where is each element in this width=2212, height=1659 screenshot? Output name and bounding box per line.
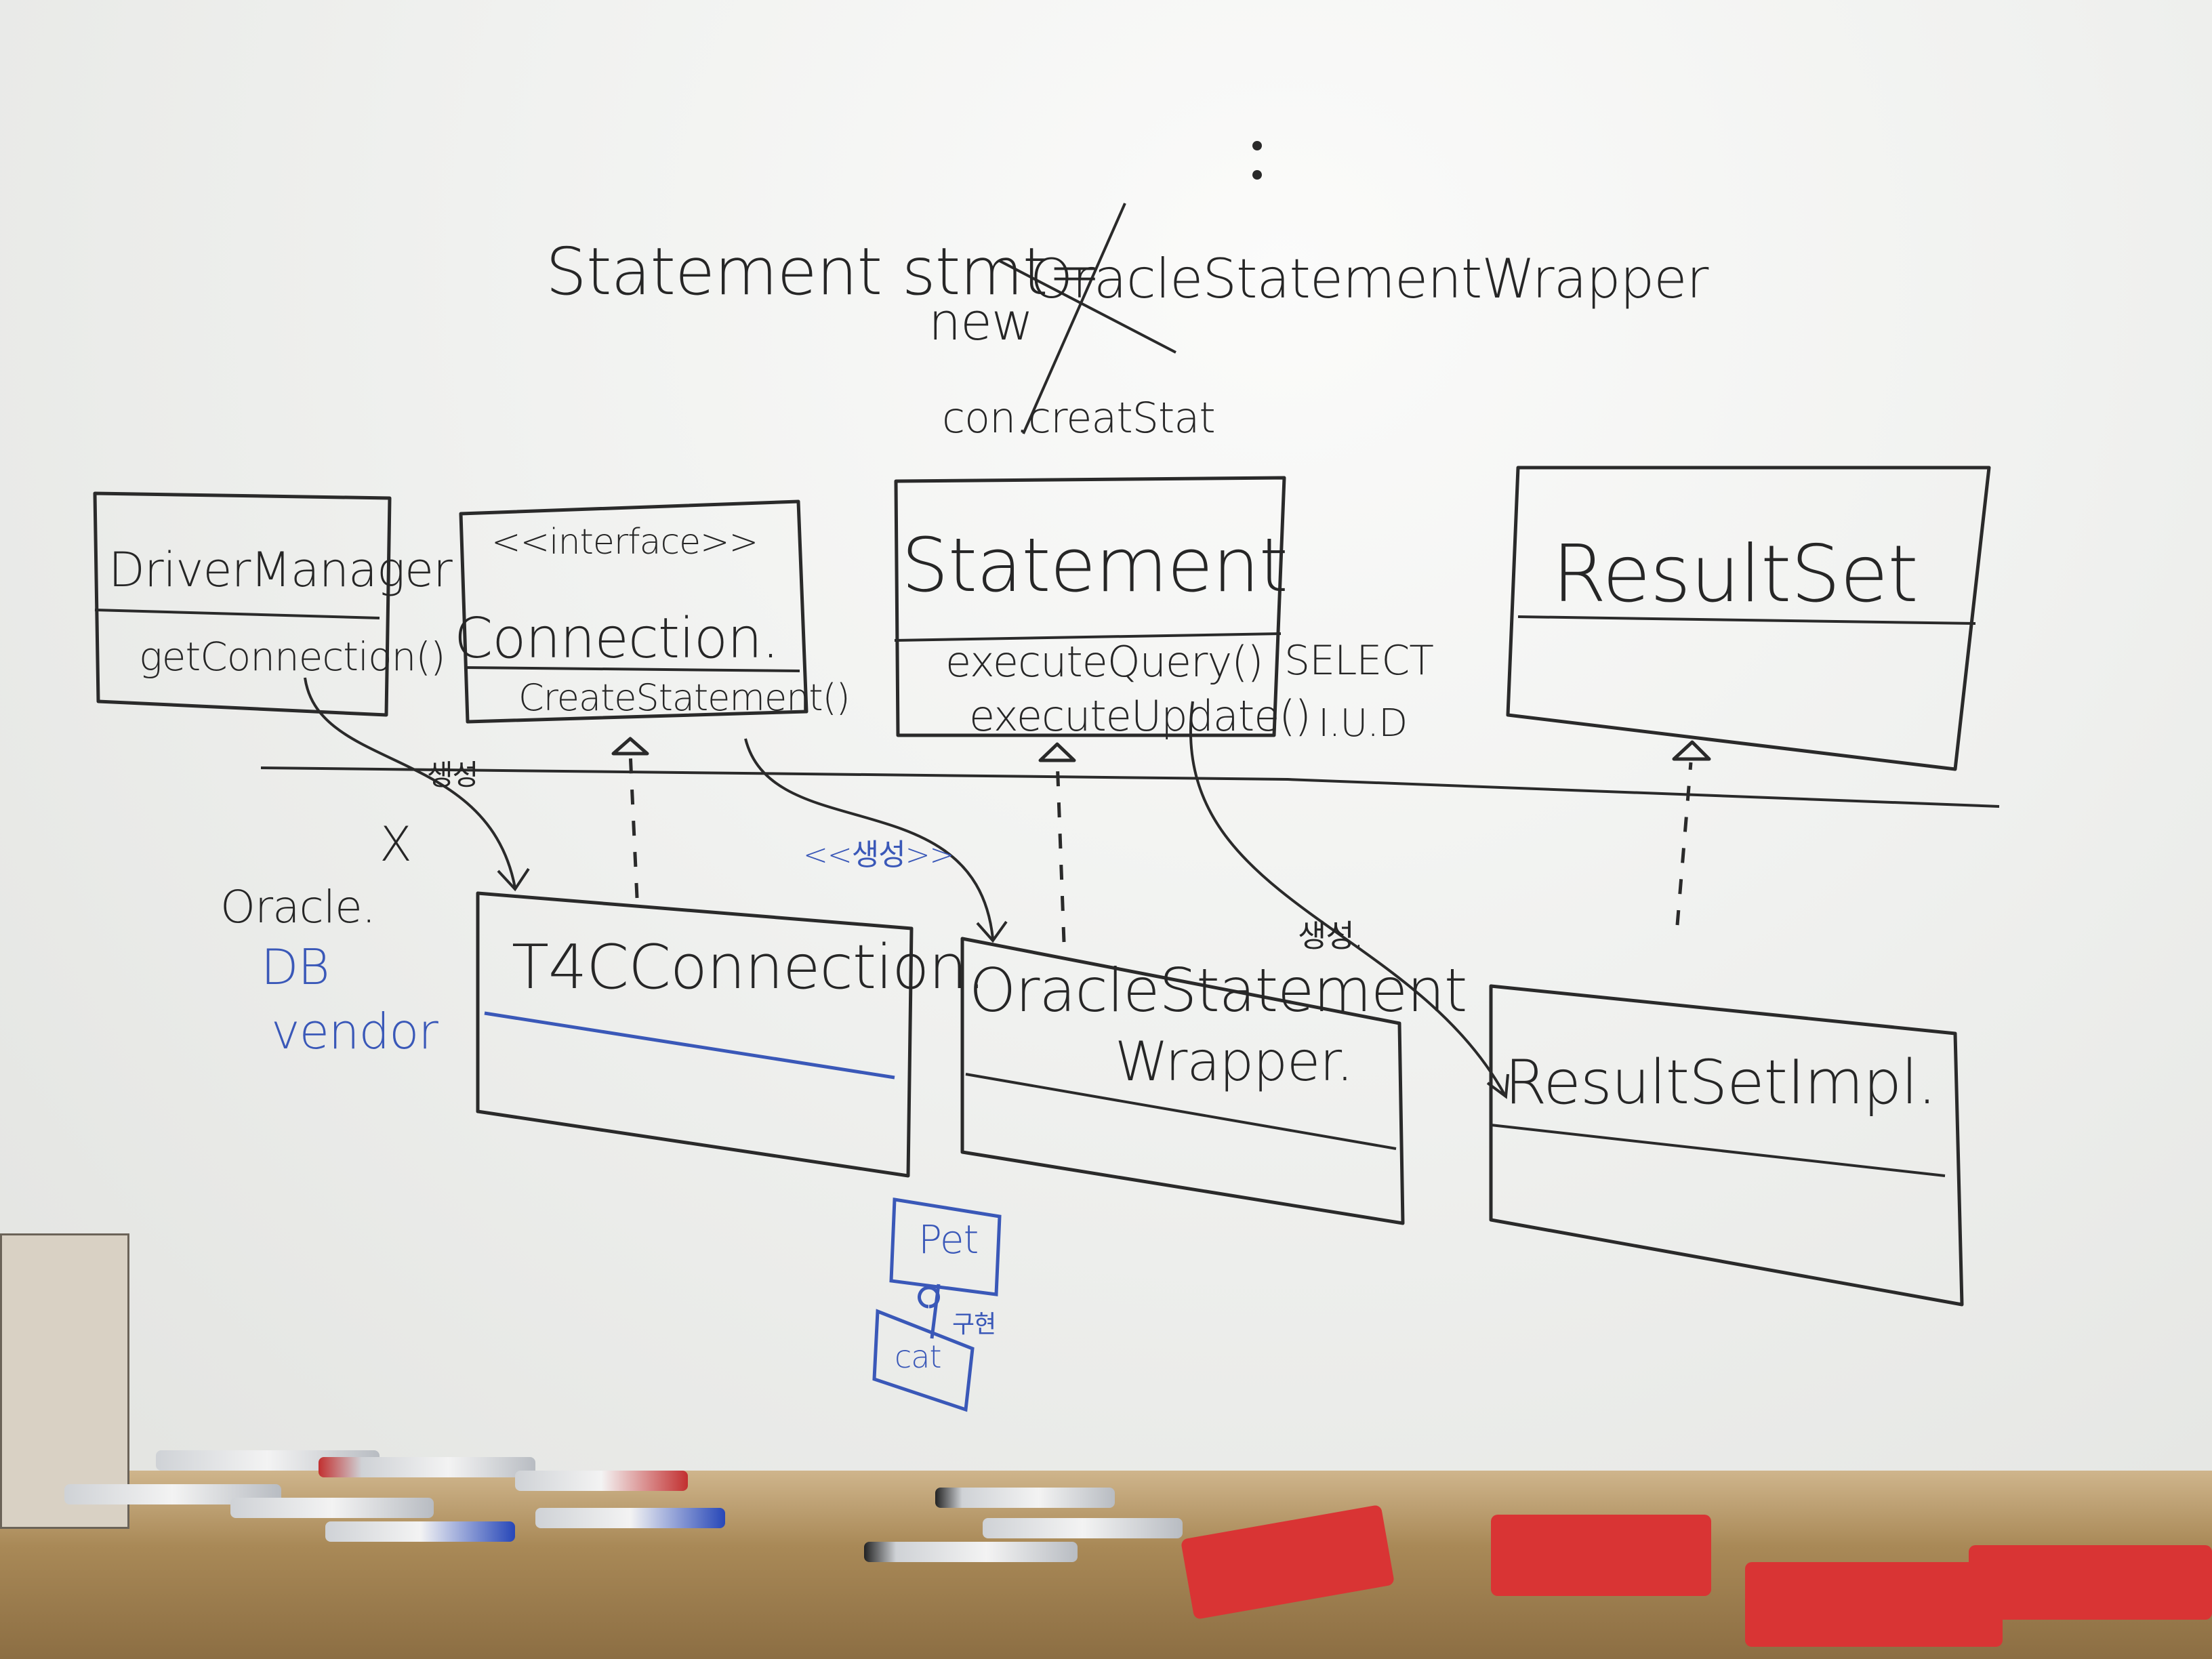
rsimpl-realization-head [1672,740,1711,761]
create-statement-method: CreateStatement() [518,676,851,719]
execute-query-method: executeQuery() [945,637,1264,687]
replacement-text: con.creatStat [942,393,1216,443]
createstatement-arrow-head [976,920,1008,943]
getconnection-create-arrow [304,677,516,888]
statement-divider [894,632,1282,642]
crossed-class-name: OracleStatementWrapper [1030,247,1708,310]
marker[interactable] [864,1542,1078,1562]
strikeout-line-1 [999,260,1176,354]
create-label-2: <<생성>> [803,838,954,872]
iud-note: I.U.D [1318,701,1408,745]
marker[interactable] [319,1457,535,1477]
oracle-wrapper-divider [965,1073,1397,1150]
oracle-wrapper-box [960,937,1405,1225]
create-label-1: 생성 [427,758,478,792]
getconnection-arrow-head [497,867,530,892]
dot-1 [1252,141,1262,150]
resultset-impl-box [1489,984,1964,1307]
pet-cat-head [918,1286,940,1309]
t4c-box [476,891,914,1178]
marker-box [0,1233,129,1529]
pet-label: Pet [918,1216,979,1263]
t4c-title: T4CConnection. [512,932,986,1003]
marker[interactable] [325,1521,515,1542]
oracle-label: Oracle. [220,881,376,933]
executequery-arrow-head [1486,1073,1509,1099]
pet-relation-label: 구현 [952,1311,996,1338]
vendor-label: vendor [271,1003,438,1060]
marker[interactable] [230,1498,434,1518]
resultset-impl-divider [1490,1124,1946,1177]
t4c-realization-line [628,752,639,899]
layer-separator-line [260,766,2000,808]
eraser[interactable] [1745,1562,2003,1647]
resultset-box [1506,466,1991,771]
create-label-3: 생성. [1298,918,1364,954]
wrapper-realization-line [1055,758,1066,943]
t4c-divider [484,1011,895,1080]
connection-title: Connection. [454,607,779,671]
driver-manager-divider [94,609,380,619]
eraser[interactable] [1969,1545,2212,1620]
cat-box [872,1309,975,1412]
driver-manager-box [93,491,392,717]
cat-label: cat [895,1338,942,1375]
oracle-wrapper-title-line2: Wrapper. [1115,1030,1353,1093]
executequery-create-arrow [1189,701,1506,1095]
select-note: SELECT [1284,637,1434,684]
driver-manager-title: DriverManager [108,542,453,598]
get-connection-method: getConnection() [139,634,446,680]
oracle-wrapper-title-line1: OracleStatement [969,956,1467,1025]
resultset-title: ResultSet [1552,529,1919,620]
cross-mark: X [380,817,412,872]
connection-divider [464,666,800,672]
assignment-text: Statement stmt= [546,234,1102,310]
new-keyword: new [928,291,1033,352]
connection-stereotype: <<interface>> [491,522,758,562]
marker[interactable] [535,1508,725,1528]
connection-box [459,499,808,724]
marker[interactable] [935,1488,1115,1508]
pet-box [889,1197,1002,1296]
strikeout-line-2 [1022,203,1126,434]
marker[interactable] [983,1518,1183,1538]
resultset-divider [1517,615,1976,625]
eraser[interactable] [1491,1515,1711,1596]
marker[interactable] [515,1471,688,1491]
rsimpl-realization-line [1675,762,1693,926]
statement-title: Statement [901,522,1288,609]
resultset-impl-title: ResultSetImpl. [1504,1047,1937,1118]
t4c-realization-head [611,737,649,756]
dot-2 [1252,170,1262,180]
wrapper-realization-head [1038,742,1076,762]
createstatement-create-arrow [744,738,994,939]
execute-update-method: executeUpdate() [969,691,1311,741]
db-label: DB [261,939,330,996]
statement-box [894,476,1286,737]
